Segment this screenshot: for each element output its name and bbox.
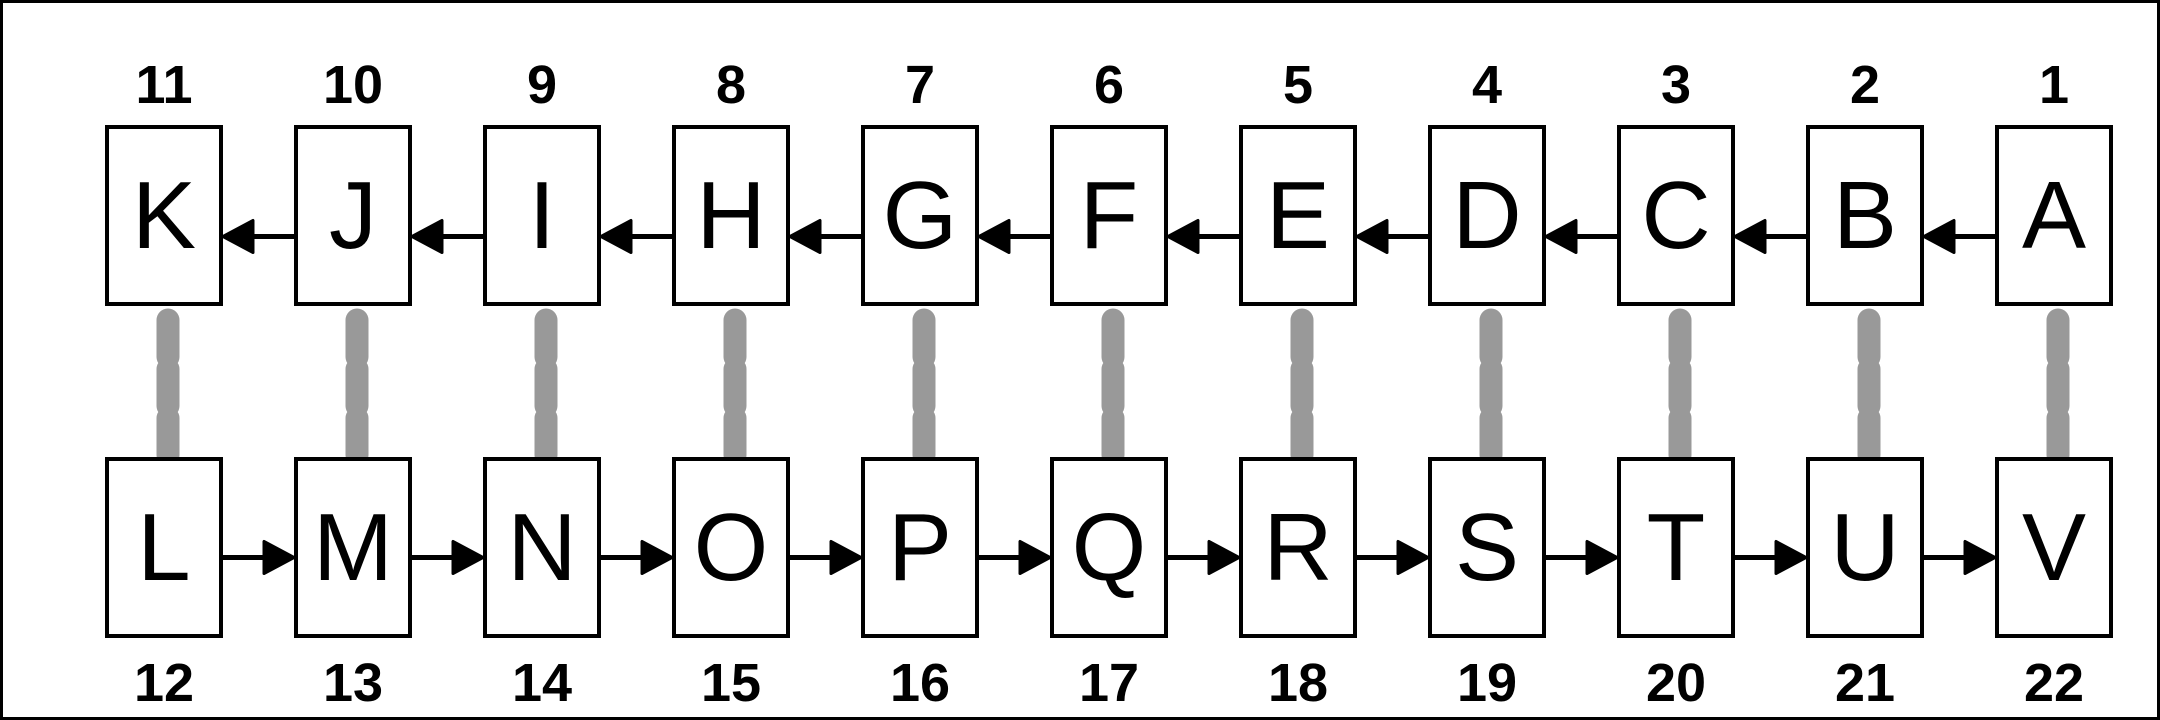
node-j: J — [294, 125, 412, 306]
node-number-7: 7 — [904, 55, 936, 115]
arrow-left-icon — [221, 219, 255, 254]
node-l: L — [105, 457, 223, 638]
arrow-right-icon — [1207, 540, 1241, 575]
node-number-18: 18 — [1267, 653, 1329, 713]
node-a: A — [1995, 125, 2113, 306]
node-n: N — [483, 457, 601, 638]
node-g: G — [861, 125, 979, 306]
arrow-left-icon — [410, 219, 444, 254]
arrow-right-icon — [829, 540, 863, 575]
arrow-left-icon — [977, 219, 1011, 254]
node-m: M — [294, 457, 412, 638]
arrow-left-icon — [1544, 219, 1578, 254]
arrow-left-icon — [1355, 219, 1389, 254]
node-number-20: 20 — [1645, 653, 1707, 713]
node-o: O — [672, 457, 790, 638]
arrow-right-icon — [640, 540, 674, 575]
node-v: V — [1995, 457, 2113, 638]
node-number-12: 12 — [133, 653, 195, 713]
node-b: B — [1806, 125, 1924, 306]
node-p: P — [861, 457, 979, 638]
arrow-left-icon — [599, 219, 633, 254]
arrow-left-icon — [788, 219, 822, 254]
node-h: H — [672, 125, 790, 306]
node-r: R — [1239, 457, 1357, 638]
node-number-10: 10 — [322, 55, 384, 115]
node-number-22: 22 — [2023, 653, 2085, 713]
arrow-right-icon — [1585, 540, 1619, 575]
node-number-8: 8 — [715, 55, 747, 115]
node-number-19: 19 — [1456, 653, 1518, 713]
arrow-left-icon — [1922, 219, 1956, 254]
arrow-right-icon — [262, 540, 296, 575]
node-s: S — [1428, 457, 1546, 638]
node-number-14: 14 — [511, 653, 573, 713]
node-number-6: 6 — [1093, 55, 1125, 115]
node-number-5: 5 — [1282, 55, 1314, 115]
node-number-2: 2 — [1849, 55, 1881, 115]
node-e: E — [1239, 125, 1357, 306]
arrow-right-icon — [451, 540, 485, 575]
node-number-4: 4 — [1471, 55, 1503, 115]
arrow-right-icon — [1774, 540, 1808, 575]
node-number-9: 9 — [526, 55, 558, 115]
node-number-15: 15 — [700, 653, 762, 713]
arrow-right-icon — [1963, 540, 1997, 575]
arrow-right-icon — [1396, 540, 1430, 575]
node-f: F — [1050, 125, 1168, 306]
node-k: K — [105, 125, 223, 306]
node-number-11: 11 — [135, 55, 193, 115]
node-number-1: 1 — [2038, 55, 2070, 115]
node-number-3: 3 — [1660, 55, 1692, 115]
node-number-17: 17 — [1078, 653, 1140, 713]
node-t: T — [1617, 457, 1735, 638]
node-d: D — [1428, 125, 1546, 306]
arrow-left-icon — [1733, 219, 1767, 254]
arrow-right-icon — [1018, 540, 1052, 575]
arrow-left-icon — [1166, 219, 1200, 254]
node-number-13: 13 — [322, 653, 384, 713]
node-u: U — [1806, 457, 1924, 638]
node-c: C — [1617, 125, 1735, 306]
node-q: Q — [1050, 457, 1168, 638]
node-i: I — [483, 125, 601, 306]
node-number-21: 21 — [1834, 653, 1896, 713]
node-number-16: 16 — [889, 653, 951, 713]
